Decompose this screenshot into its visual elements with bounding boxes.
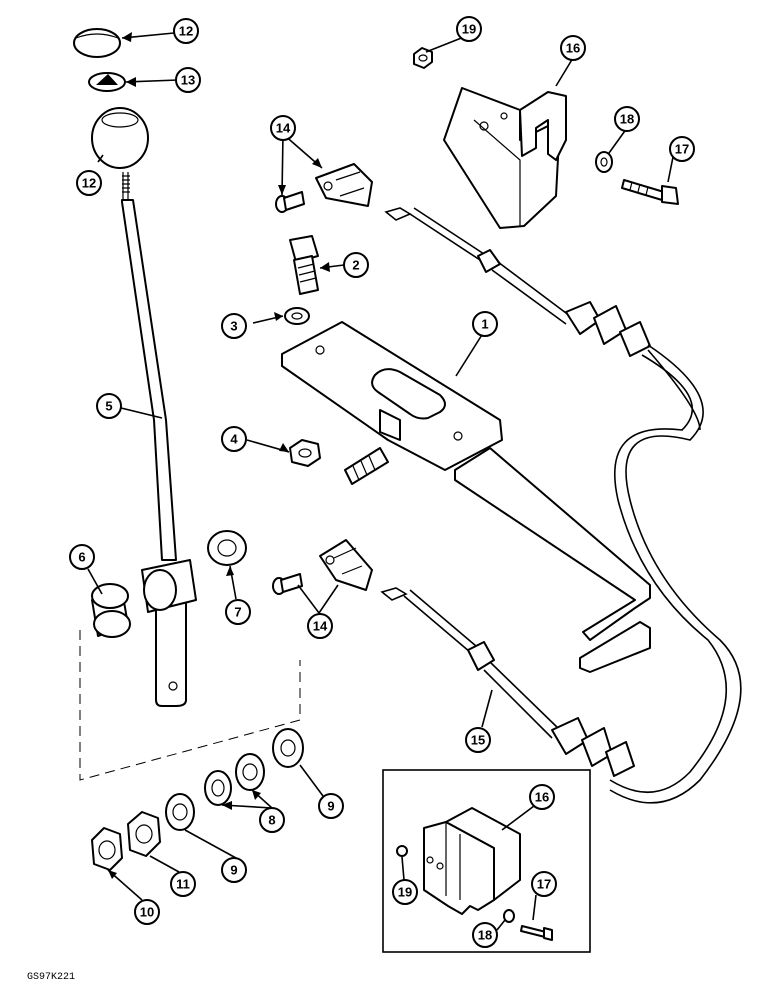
svg-text:19: 19 — [462, 22, 476, 37]
nut-19-inset — [396, 845, 408, 857]
bolt-2 — [289, 235, 319, 295]
svg-text:14: 14 — [313, 619, 328, 634]
svg-text:17: 17 — [675, 142, 689, 157]
callout-12-top: 12 — [173, 18, 199, 44]
clevis-upper — [315, 163, 373, 207]
clevis-pin-upper — [275, 191, 305, 213]
bolt-17-upper — [621, 179, 679, 205]
svg-text:9: 9 — [327, 799, 334, 814]
clevis-pin-lower — [272, 573, 303, 595]
lever-washer — [207, 530, 247, 566]
svg-text:11: 11 — [176, 877, 190, 892]
callout-9-lower: 9 — [221, 857, 247, 883]
callout-14-upper: 14 — [270, 115, 296, 141]
hex-nut-11 — [127, 811, 161, 857]
svg-text:4: 4 — [230, 432, 238, 447]
callout-11: 11 — [170, 871, 196, 897]
leader-arrowheads — [108, 32, 330, 879]
svg-text:18: 18 — [620, 112, 634, 127]
svg-text:2: 2 — [352, 258, 359, 273]
hex-nut-10 — [91, 827, 123, 871]
svg-text:1: 1 — [481, 317, 488, 332]
mounting-bracket — [281, 321, 651, 673]
callout-3: 3 — [221, 313, 247, 339]
shift-knob-ball — [91, 107, 149, 169]
svg-text:3: 3 — [230, 319, 237, 334]
cable-bracket-inset — [423, 807, 521, 915]
svg-text:8: 8 — [268, 813, 275, 828]
lever-boss — [141, 559, 197, 613]
assembly-guide-line — [79, 630, 301, 781]
callout-19-upper: 19 — [456, 16, 482, 42]
callout-13: 13 — [175, 67, 201, 93]
callout-17-inset: 17 — [531, 871, 557, 897]
svg-text:12: 12 — [179, 24, 193, 39]
callout-16-inset: 16 — [529, 784, 555, 810]
svg-text:9: 9 — [230, 863, 237, 878]
cable-loop — [609, 344, 742, 804]
spacer-bushing — [91, 583, 131, 638]
callout-12-ball: 12 — [76, 170, 102, 196]
cable-bracket-upper — [443, 87, 567, 229]
callout-1: 1 — [472, 311, 498, 337]
svg-text:16: 16 — [566, 41, 580, 56]
callout-16-upper: 16 — [560, 35, 586, 61]
washer-9-lower — [165, 793, 195, 831]
callout-2: 2 — [343, 252, 369, 278]
callout-17-upper: 17 — [669, 136, 695, 162]
callout-14-lower: 14 — [307, 613, 333, 639]
washer-3 — [284, 307, 310, 325]
washer-9-upper — [272, 728, 304, 768]
bolt-17-inset — [520, 925, 553, 941]
cable-lower-run — [380, 587, 635, 777]
callout-4: 4 — [221, 426, 247, 452]
washer-8-a — [235, 753, 265, 791]
washer-18-upper — [595, 151, 613, 173]
callout-7: 7 — [225, 599, 251, 625]
svg-text:13: 13 — [181, 73, 195, 88]
detail-inset-box — [382, 769, 591, 953]
callout-10: 10 — [134, 899, 160, 925]
svg-text:18: 18 — [478, 928, 492, 943]
gear-lever — [121, 172, 197, 707]
callout-9-upper: 9 — [318, 793, 344, 819]
svg-text:17: 17 — [537, 877, 551, 892]
knob-cap — [73, 28, 121, 58]
svg-text:12: 12 — [82, 176, 96, 191]
svg-text:5: 5 — [105, 399, 112, 414]
callout-19-inset: 19 — [392, 879, 418, 905]
nut-4 — [289, 439, 321, 467]
washer-18-inset — [503, 909, 515, 923]
svg-text:16: 16 — [535, 790, 549, 805]
callout-5: 5 — [96, 393, 122, 419]
washer-8-b — [204, 770, 232, 806]
svg-text:15: 15 — [471, 733, 485, 748]
callout-18-upper: 18 — [614, 106, 640, 132]
figure-code: GS97K221 — [27, 972, 76, 983]
svg-text:6: 6 — [78, 550, 85, 565]
svg-text:14: 14 — [276, 121, 291, 136]
svg-text:19: 19 — [398, 885, 412, 900]
cable-upper-run — [384, 207, 701, 431]
callout-18-inset: 18 — [472, 922, 498, 948]
callout-15: 15 — [465, 727, 491, 753]
svg-text:10: 10 — [140, 905, 154, 920]
nut-19-upper — [413, 47, 433, 69]
knob-insert — [88, 72, 126, 92]
svg-text:7: 7 — [234, 605, 241, 620]
clevis-lower — [319, 539, 373, 591]
callout-8: 8 — [259, 807, 285, 833]
callout-6: 6 — [69, 544, 95, 570]
